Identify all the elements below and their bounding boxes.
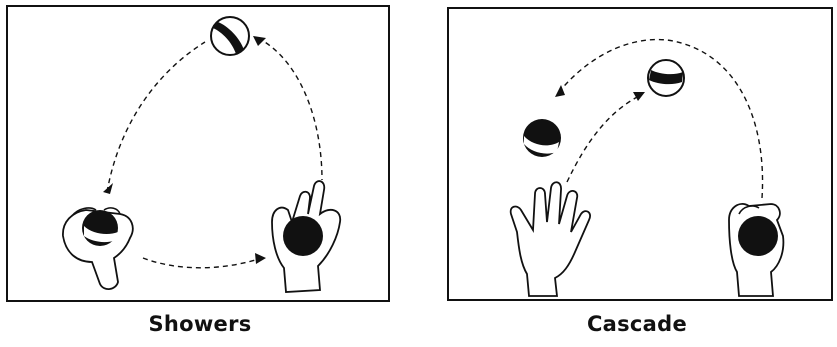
ball-striped-icon <box>648 60 684 96</box>
cascade-illustration <box>437 0 837 310</box>
showers-caption: Showers <box>0 312 400 336</box>
ball-striped-icon <box>211 17 249 55</box>
showers-illustration <box>0 0 400 310</box>
ball-striped-icon <box>523 119 561 157</box>
showers-frame <box>7 6 389 301</box>
cascade-caption: Cascade <box>437 312 837 336</box>
cascade-panel: Cascade <box>437 0 837 347</box>
showers-panel: Showers <box>0 0 400 347</box>
